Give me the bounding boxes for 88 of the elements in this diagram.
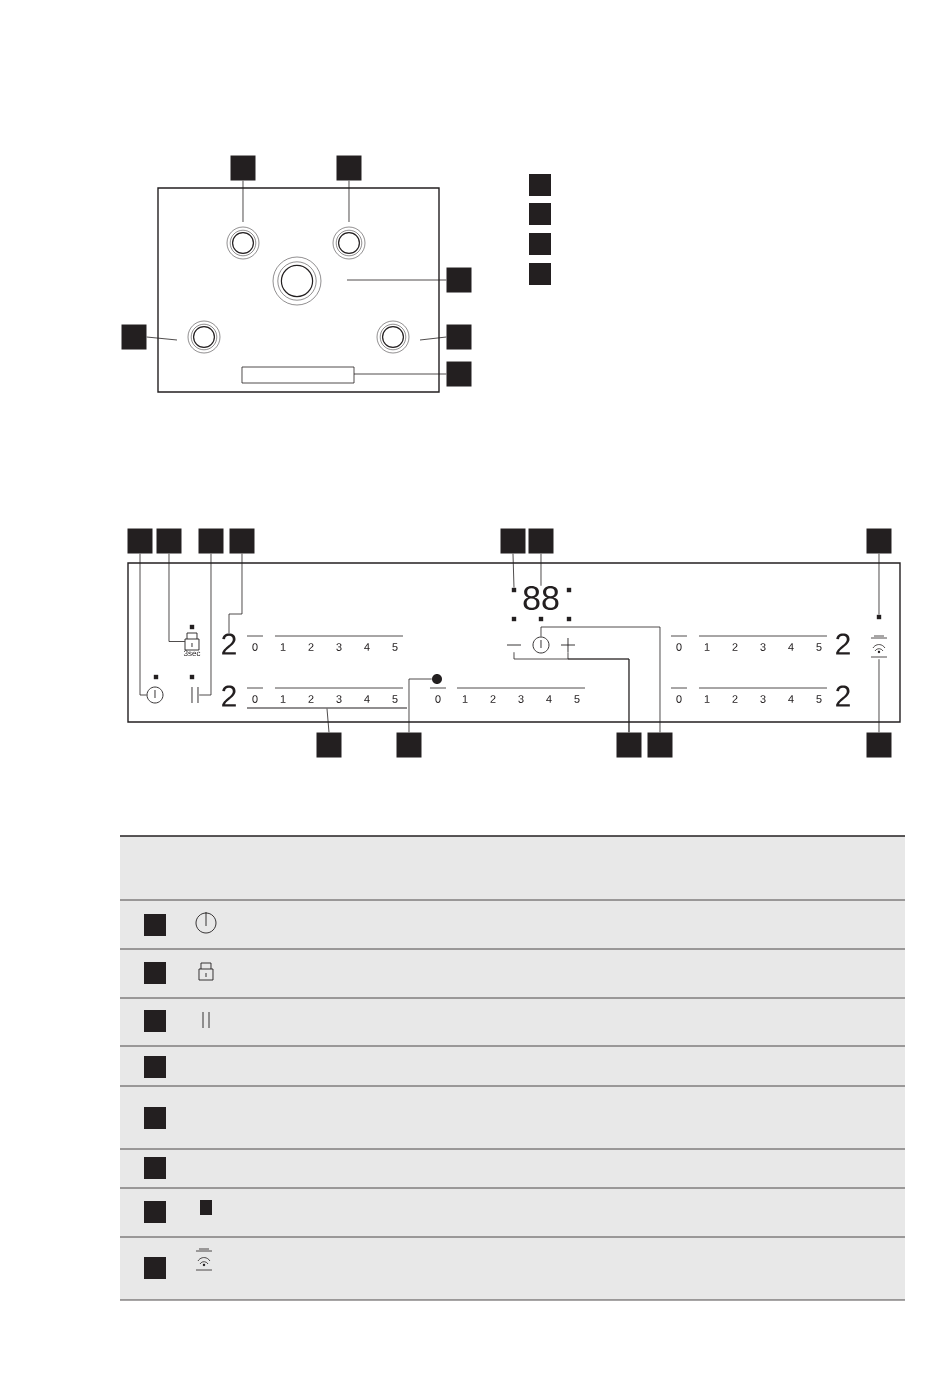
callout-square: [866, 528, 892, 554]
scale-number: 3: [336, 643, 342, 651]
callout-square: [866, 732, 892, 758]
key-square: [144, 1157, 166, 1179]
scale-number: 3: [518, 695, 524, 703]
callout-square: [198, 528, 224, 554]
leader-line: [353, 373, 447, 375]
scale-number: 2: [308, 695, 314, 703]
leader-line: [228, 553, 243, 634]
leader-line: [198, 553, 212, 696]
scale-number: 1: [280, 643, 286, 651]
leader-line: [540, 553, 542, 587]
scale-number: 2: [490, 695, 496, 703]
scale-number: 5: [574, 695, 580, 703]
key-square: [144, 1201, 166, 1223]
scale-number: 0: [435, 695, 441, 703]
timer-display: 88: [523, 585, 559, 611]
leader-line: [146, 336, 178, 341]
scale-number: 3: [760, 695, 766, 703]
leader-line: [348, 180, 350, 223]
callout-square: [229, 528, 255, 554]
scale-number: 5: [816, 695, 822, 703]
scale-number: 2: [732, 695, 738, 703]
hood-icon: [870, 635, 888, 658]
leader-line: [540, 626, 661, 733]
leader-line: [567, 651, 630, 733]
callout-square: [121, 324, 147, 350]
scale-number: 4: [788, 695, 794, 703]
scale-number: 0: [676, 695, 682, 703]
key-square: [144, 1056, 166, 1078]
scale-number: 4: [364, 643, 370, 651]
callout-square: [127, 528, 153, 554]
leader-line: [326, 708, 330, 733]
leader-line: [168, 553, 186, 642]
callout-square: [336, 155, 362, 181]
leader-line: [346, 279, 447, 281]
minus-icon: [506, 644, 522, 646]
callout-square: [616, 732, 642, 758]
level-display: 2: [222, 633, 236, 655]
callout-square: [528, 528, 554, 554]
callout-square: [647, 732, 673, 758]
scale-number: 5: [816, 643, 822, 651]
leader-line: [419, 336, 447, 341]
scale-number: 0: [252, 643, 258, 651]
callout-square: [446, 267, 472, 293]
key-square: [144, 914, 166, 936]
timer-icon: [532, 636, 550, 654]
callout-square: [230, 155, 256, 181]
scale-number: 3: [336, 695, 342, 703]
key-square: [144, 1107, 166, 1129]
key-square: [529, 203, 551, 225]
scale-number: 5: [392, 695, 398, 703]
level-display: 2: [836, 633, 850, 655]
leader-line: [242, 180, 244, 223]
callout-square: [396, 732, 422, 758]
scale-number: 1: [704, 643, 710, 651]
callout-square: [156, 528, 182, 554]
callout-square: [500, 528, 526, 554]
leader-line: [408, 678, 433, 733]
power-icon: [146, 686, 164, 704]
key-square: [529, 233, 551, 255]
leader-line: [139, 553, 147, 696]
scale-number: 1: [704, 695, 710, 703]
scale-number: 1: [462, 695, 468, 703]
callout-square: [446, 324, 472, 350]
key-square: [144, 1010, 166, 1032]
lock-icon: [184, 632, 200, 651]
scale-number: 2: [308, 643, 314, 651]
pause-icon: [191, 686, 199, 704]
key-square: [144, 1257, 166, 1279]
key-square: [144, 962, 166, 984]
level-display: 2: [836, 685, 850, 707]
scale-number: 2: [732, 643, 738, 651]
leader-line: [878, 553, 880, 615]
callout-square: [446, 361, 472, 387]
scale-number: 0: [676, 643, 682, 651]
key-square: [529, 174, 551, 196]
leader-line: [512, 553, 515, 588]
key-square: [529, 263, 551, 285]
scale-number: 4: [546, 695, 552, 703]
callout-square: [316, 732, 342, 758]
time-label: 3sec: [183, 650, 201, 657]
level-display: 2: [222, 685, 236, 707]
scale-number: 4: [788, 643, 794, 651]
leader-line: [878, 658, 880, 733]
plus-icon: [560, 637, 576, 653]
scale-number: 3: [760, 643, 766, 651]
scale-number: 5: [392, 643, 398, 651]
